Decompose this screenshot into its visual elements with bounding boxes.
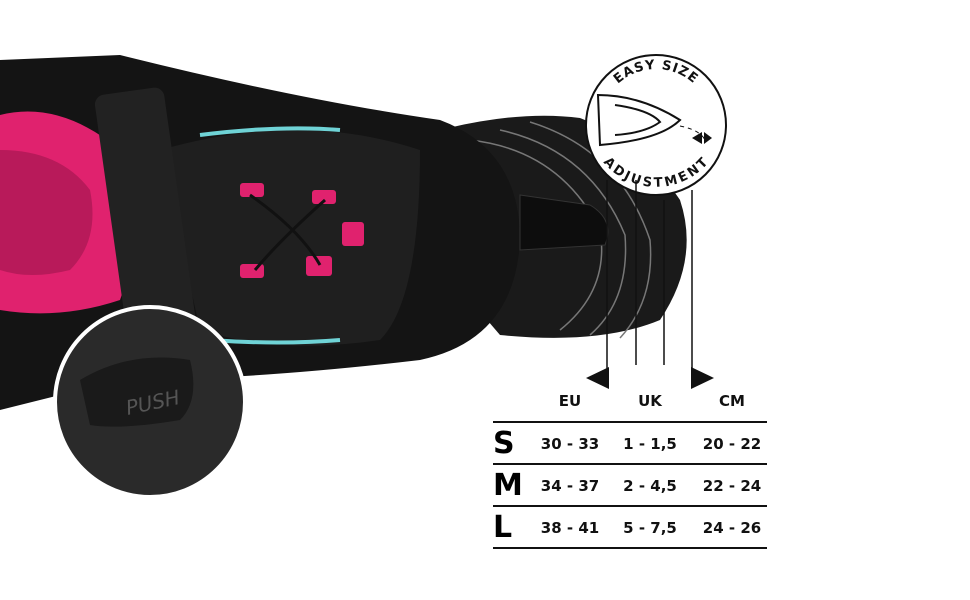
- size-range-lines: [606, 180, 693, 370]
- cell-uk: 5 - 7,5: [623, 519, 677, 537]
- size-s: S: [493, 426, 515, 461]
- cell-eu: 30 - 33: [540, 435, 600, 453]
- cell-eu: 34 - 37: [540, 477, 600, 495]
- size-l: L: [493, 510, 513, 545]
- cell-uk: 1 - 1,5: [623, 435, 677, 453]
- range-min-arrow-icon: [586, 367, 609, 389]
- arrow-left-icon: [692, 132, 702, 144]
- cell-uk: 2 - 4,5: [623, 477, 677, 495]
- arrow-right-icon: [704, 132, 712, 144]
- cell-cm: 22 - 24: [702, 477, 762, 495]
- cell-eu: 38 - 41: [540, 519, 600, 537]
- header-uk: UK: [638, 392, 662, 410]
- size-m: M: [493, 468, 523, 503]
- cell-cm: 24 - 26: [702, 519, 762, 537]
- divider: [493, 505, 767, 507]
- range-max-arrow-icon: [691, 367, 714, 389]
- header-cm: CM: [719, 392, 745, 410]
- header-eu: EU: [558, 392, 582, 410]
- easy-size-badge: EASY SIZE ADJUSTMENT: [585, 54, 727, 196]
- divider: [493, 463, 767, 465]
- push-button-inset: PUSH: [53, 305, 247, 499]
- divider: [493, 547, 767, 549]
- toe-cap-icon: [596, 93, 682, 147]
- cell-cm: 20 - 22: [702, 435, 762, 453]
- divider: [493, 421, 767, 423]
